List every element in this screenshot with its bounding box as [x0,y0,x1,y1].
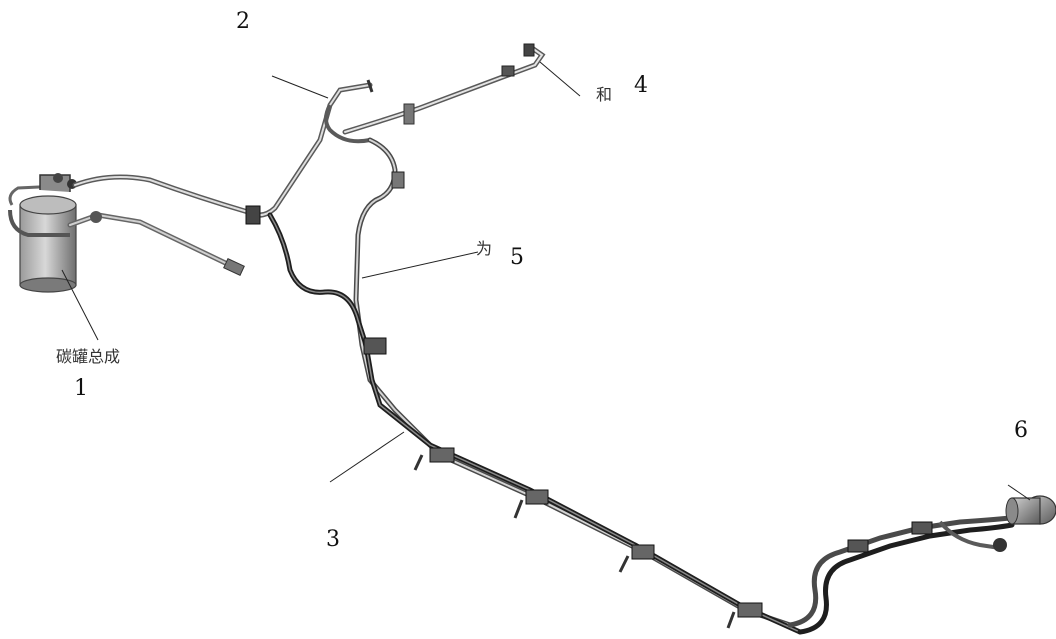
filter-unit [1005,495,1056,525]
callout-5: 5 [510,245,524,270]
leader-5 [361,251,479,279]
callout-1: 1 [74,376,88,401]
harness-brackets [245,171,763,629]
callout-6: 6 [1014,418,1028,443]
harness-upper-line [72,79,374,218]
leader-4 [539,61,581,97]
leader-3 [329,431,405,483]
harness-lower-line [267,212,803,635]
callout-4-partial-label: 和 [596,85,612,104]
harness-rear-section [787,515,1015,635]
callout-1-partial-label: 碳罐总成 [56,347,120,366]
callout-2: 2 [236,9,250,34]
leader-6 [1007,484,1031,501]
canister-assembly [8,173,77,293]
leader-2 [271,75,329,99]
harness-mid-line [353,137,793,628]
harness-top-line [342,43,546,135]
callout-5-partial-label: 为 [476,239,492,258]
vent-rod [67,211,245,276]
leader-1 [61,269,99,341]
callout-3: 3 [326,527,340,552]
leader-lines [61,61,1031,501]
callout-4: 4 [634,73,648,98]
